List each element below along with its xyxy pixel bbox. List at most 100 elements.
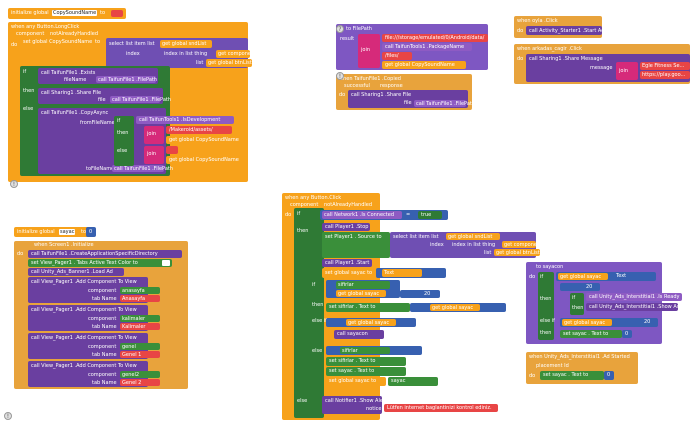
- empty-text-block[interactable]: [111, 10, 123, 17]
- ad-started-set-sayac[interactable]: set sayac . Text to: [540, 371, 604, 380]
- get-copy-block-3[interactable]: get global CopySoundName: [382, 61, 466, 69]
- if-isdev-block[interactable]: if then else: [114, 116, 134, 166]
- sayacon-eq[interactable]: get global sayac Text: [556, 272, 656, 281]
- sifirla2-block[interactable]: sifirlar: [340, 347, 390, 354]
- set-global-sayac-1[interactable]: set global sayac to: [322, 268, 376, 278]
- get-sayac2-block[interactable]: get global sayac: [336, 290, 386, 297]
- get-sayac-block[interactable]: get global sayac: [558, 273, 608, 280]
- call-filepath3-block[interactable]: call TaifunFile1 .FilePath: [112, 165, 173, 172]
- arkadas-share-message[interactable]: call Sharing1 .Share Message message joi…: [526, 54, 690, 82]
- warning-icon[interactable]: !: [10, 180, 18, 188]
- call-sayacon[interactable]: call sayacon: [334, 330, 384, 339]
- init-sayac-zero[interactable]: 0: [86, 227, 96, 237]
- tab2-text[interactable]: Kalimaler: [120, 323, 160, 330]
- sayacon-if2[interactable]: if then: [570, 293, 584, 315]
- get-btnlist-block[interactable]: get global btnList: [206, 59, 252, 67]
- text-files[interactable]: /files/: [382, 52, 412, 60]
- init-copysoundname-block[interactable]: initialize global CopySoundName to: [8, 8, 126, 19]
- eq-twenty[interactable]: 20: [400, 290, 440, 298]
- get-sndlist-block[interactable]: get global sndList: [160, 40, 212, 48]
- text-makeroid[interactable]: /Makeroid/assets/: [166, 126, 232, 134]
- get-copy-block-1[interactable]: get global CopySoundName: [166, 136, 246, 144]
- join-block-3[interactable]: join: [358, 34, 380, 68]
- call-unity-banner[interactable]: call Unity_Ads_Banner1 .Load Ad: [28, 268, 124, 276]
- get-sayac3-block[interactable]: get global sayac: [430, 304, 480, 311]
- get-btnlist2-block[interactable]: get global btnList: [494, 249, 540, 256]
- warning-icon[interactable]: ?: [336, 25, 344, 33]
- tab4-text[interactable]: Genel 2: [120, 379, 160, 386]
- warning-icon[interactable]: !: [336, 72, 344, 80]
- call-share-file[interactable]: call Sharing1 .Share File file call Taif…: [38, 88, 171, 104]
- get-sayac-block[interactable]: Text: [382, 269, 422, 277]
- call-filepath-block[interactable]: call TaifunFile1 .FilePath: [96, 76, 157, 83]
- init-sayac-block[interactable]: initialize global sayac to: [14, 227, 94, 237]
- var-name-field[interactable]: CopySoundName: [52, 10, 98, 16]
- minus-block[interactable]: get global sayac: [410, 303, 506, 312]
- color-swatch[interactable]: [162, 260, 170, 266]
- genel2-block[interactable]: genel2: [120, 371, 160, 378]
- get-sndlist2-block[interactable]: get global sndList: [446, 233, 500, 240]
- if-sifirla-block[interactable]: if then else if: [310, 280, 327, 344]
- call-packagename[interactable]: call TaifunTools1 .PackageName: [382, 43, 472, 51]
- sayac-text-getter[interactable]: sayac: [388, 377, 438, 386]
- true-block[interactable]: true: [418, 211, 442, 219]
- call-create-dir[interactable]: call TaifunFile1 .CreateApplicationSpeci…: [28, 250, 182, 258]
- call-exists[interactable]: call TaifunFile1 .Exists fileName call T…: [38, 68, 158, 84]
- eq-sifirla[interactable]: sifirlar get global sayac: [326, 280, 400, 298]
- add-component-3[interactable]: call View_Pager1 .Add Component To View …: [28, 333, 160, 359]
- ad-started-zero[interactable]: 0: [604, 371, 614, 380]
- text-empty[interactable]: [166, 146, 178, 154]
- add-component-1[interactable]: call View_Pager1 .Add Component To View …: [28, 277, 160, 303]
- if-else-block-2[interactable]: else: [310, 346, 324, 388]
- copied-share-file[interactable]: call Sharing1 .Share File file call Taif…: [348, 90, 475, 108]
- plus-block[interactable]: Text: [376, 268, 446, 278]
- anasayfa-block[interactable]: anasayfa: [120, 287, 160, 294]
- sayacon-twenty[interactable]: 20: [560, 283, 600, 291]
- tab1-text[interactable]: Anasayfa: [120, 295, 160, 302]
- add-component-4[interactable]: call View_Pager1 .Add Component To View …: [28, 361, 160, 387]
- select-list-item[interactable]: select list item list get global sndList…: [106, 38, 256, 68]
- set-sayac-text-zero[interactable]: set sayac . Text to: [326, 367, 406, 376]
- set-player-source[interactable]: set Player1 . Source to: [322, 232, 390, 258]
- sayac-var-field[interactable]: sayac: [59, 229, 76, 235]
- text-sdcard[interactable]: file:///storage/emulated/0/Android/data/: [382, 34, 488, 42]
- text-playgoo[interactable]: https://play.goo...: [640, 71, 690, 79]
- join-block-4[interactable]: join: [616, 62, 638, 80]
- oyla-start-activity[interactable]: call Activity_Starter1 .Start Activity: [526, 26, 617, 35]
- tab3-text[interactable]: Genel 1: [120, 351, 160, 358]
- join-block-2[interactable]: join: [144, 146, 164, 164]
- genel-block[interactable]: genel: [120, 343, 160, 350]
- set-viewpager-color[interactable]: set View_Pager1 . Tabs Active Text Color…: [28, 259, 172, 267]
- call-notifier[interactable]: call Notifier1 .Show Alert notice: [322, 396, 387, 414]
- join-block-1[interactable]: join: [144, 126, 164, 144]
- call-isconnected[interactable]: call Network1 .Is Connected: [322, 211, 402, 219]
- sayacon-if[interactable]: if then else if then: [538, 272, 555, 340]
- set-sifirla-zero[interactable]: set sifirlar . Text to: [326, 357, 406, 366]
- notice-text-block[interactable]: Lütfen internet baglantinizi kontrol edi…: [384, 404, 498, 412]
- neq-sifirla[interactable]: sifirlar: [326, 346, 422, 355]
- call-show-ad[interactable]: call Unity_Ads_Interstitial1 .Show Ad: [586, 303, 680, 311]
- copied-filepath-block[interactable]: call TaifunFile1 .FilePath: [414, 100, 475, 107]
- workspace-warning-icon[interactable]: !: [4, 412, 12, 420]
- eq-elseif[interactable]: get global sayac: [326, 318, 416, 327]
- call-player-stop[interactable]: call Player1 .Stop: [322, 223, 370, 231]
- call-player-start[interactable]: call Player1 .Start: [322, 259, 372, 267]
- set-global-sayac-2[interactable]: set global sayac to: [326, 377, 386, 386]
- sayacon-set-sayac[interactable]: set sayac . Text to: [560, 330, 622, 338]
- select-list-item-2[interactable]: select list item list get global sndList…: [390, 232, 542, 258]
- kalimaler-block[interactable]: kalimaler: [120, 315, 160, 322]
- get-component2-block[interactable]: get component: [502, 241, 542, 248]
- get-component-block[interactable]: get component: [216, 50, 256, 58]
- get-sayac4-block[interactable]: get global sayac: [346, 319, 396, 326]
- sayacon-zero[interactable]: 0: [622, 330, 632, 338]
- call-is-ready[interactable]: call Unity_Ads_Interstitial1 .Is Ready: [586, 293, 682, 301]
- call-filepath2-block[interactable]: call TaifunFile1 .FilePath: [110, 96, 171, 103]
- add-component-2[interactable]: call View_Pager1 .Add Component To View …: [28, 305, 160, 331]
- sifirla-text-block[interactable]: sifirlar: [336, 281, 390, 289]
- sayacon-eq2[interactable]: get global sayac 20: [560, 318, 658, 327]
- eq-connected[interactable]: call Network1 .Is Connected = true: [320, 210, 448, 220]
- get-copy-block-2[interactable]: get global CopySoundName: [166, 156, 246, 164]
- text-egle[interactable]: Egle Fitness Se...: [640, 62, 690, 70]
- set-sifirla-text[interactable]: set sifirlar . Text to: [326, 303, 410, 312]
